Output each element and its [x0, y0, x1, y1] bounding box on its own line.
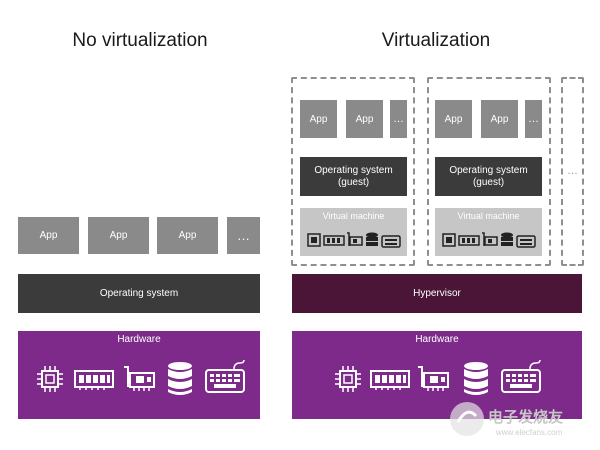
guest-os-sublabel: (guest) — [472, 176, 505, 188]
watermark-text: 电子发烧友 — [488, 409, 564, 426]
more-vms-ellipsis: … — [567, 165, 578, 177]
more-apps-box: … — [227, 217, 260, 254]
keyboard-icon — [381, 235, 401, 248]
operating-system-bar: Operating system — [18, 274, 260, 313]
hardware-block-right: Hardware — [292, 331, 582, 419]
guest-operating-system-box: Operating system (guest) — [300, 157, 407, 196]
hardware-label: Hardware — [117, 334, 161, 345]
keyboard-icon — [501, 359, 541, 393]
cpu-icon — [335, 366, 361, 392]
virtual-machine-container — [291, 77, 415, 266]
more-apps-box: … — [390, 100, 407, 138]
app-box: App — [346, 100, 383, 138]
watermark-url: www.elecfans.com — [496, 428, 563, 437]
guest-os-label: Operating system — [314, 164, 393, 176]
watermark-logo-icon — [450, 402, 484, 436]
storage-icon — [501, 232, 513, 246]
app-box: App — [300, 100, 337, 138]
keyboard-icon — [205, 359, 245, 393]
memory-icon — [458, 235, 480, 246]
network-card-icon — [482, 232, 498, 246]
app-box: App — [157, 217, 218, 254]
cpu-icon — [307, 233, 321, 247]
app-box: App — [18, 217, 79, 254]
virtual-machine-layer: Virtual machine — [300, 208, 407, 256]
memory-icon — [74, 370, 114, 390]
keyboard-icon — [516, 235, 536, 248]
memory-icon — [370, 370, 410, 390]
guest-operating-system-box: Operating system (guest) — [435, 157, 542, 196]
hardware-label: Hardware — [415, 334, 459, 345]
title-no-virtualization: No virtualization — [72, 30, 208, 51]
memory-icon — [323, 235, 345, 246]
network-card-icon — [418, 366, 449, 391]
virtual-machine-layer: Virtual machine — [435, 208, 542, 256]
virtual-hardware-icons — [442, 232, 536, 248]
virtual-hardware-icons — [307, 232, 401, 248]
app-box: App — [88, 217, 149, 254]
app-box: App — [481, 100, 518, 138]
virtual-machine-label: Virtual machine — [322, 211, 385, 221]
cpu-icon — [37, 366, 63, 392]
hypervisor-bar: Hypervisor — [292, 274, 582, 313]
network-card-icon — [124, 366, 155, 391]
more-apps-box: … — [525, 100, 542, 138]
guest-os-label: Operating system — [449, 164, 528, 176]
virtual-machine-label: Virtual machine — [457, 211, 520, 221]
more-vms-container — [561, 77, 584, 266]
virtual-machine-container — [427, 77, 551, 266]
storage-icon — [366, 232, 378, 246]
network-card-icon — [347, 232, 363, 246]
hardware-block-left: Hardware — [18, 331, 260, 419]
title-virtualization: Virtualization — [381, 30, 491, 51]
storage-icon — [168, 362, 192, 395]
storage-icon — [464, 362, 488, 395]
cpu-icon — [442, 233, 456, 247]
guest-os-sublabel: (guest) — [337, 176, 370, 188]
app-box: App — [435, 100, 472, 138]
